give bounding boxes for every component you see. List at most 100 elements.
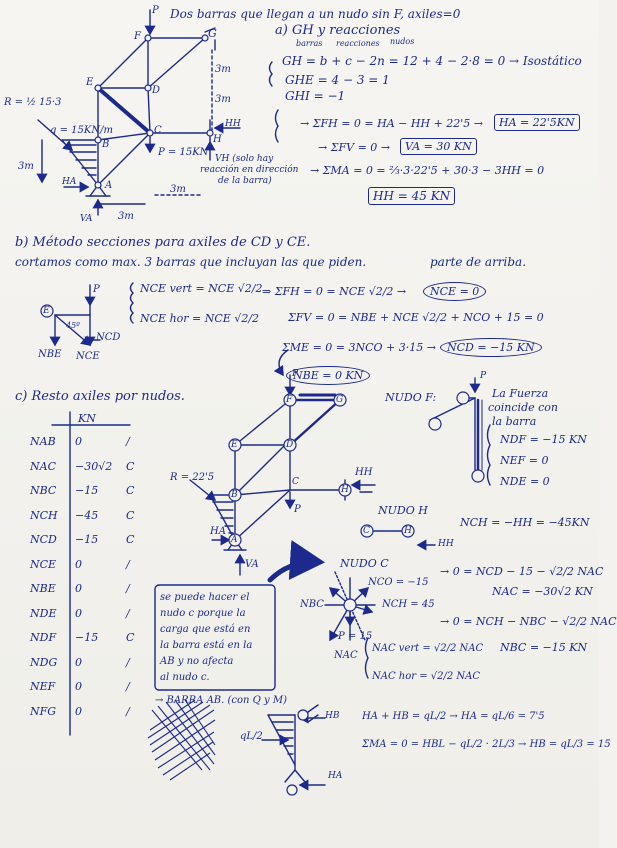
fig2-node-e: E [231, 440, 238, 450]
row-mark: / [126, 655, 130, 669]
row-value: 0 [75, 680, 82, 693]
row-name: NAB [30, 435, 56, 448]
row-mark: / [126, 435, 130, 448]
row-value: −15 [75, 631, 99, 644]
note-line-4: la barra está en la [160, 640, 253, 651]
row-name: NAC [30, 459, 56, 473]
annotation-reacciones: reacciones [336, 39, 380, 48]
row-mark: / [126, 680, 130, 693]
nudo-f-p: P [480, 371, 487, 381]
fig2-ha: HA [210, 526, 226, 537]
fbd-nce-label: NCE [76, 351, 100, 362]
fig2-hh: HH [355, 467, 373, 478]
section-b-freebody [49, 284, 101, 347]
fig1-p-label: P [152, 5, 159, 16]
row-name: NCE [30, 557, 57, 571]
result-nce: NCE = 0 [423, 282, 487, 301]
row-mark: C [126, 631, 135, 644]
note-line-6: al nudo c. [160, 672, 210, 683]
eq-sum-fv: → ΣFV = 0 → [318, 141, 390, 154]
nudo-f-nde: NDE = 0 [500, 475, 550, 488]
row-mark: / [126, 557, 130, 571]
fig1-vh-note-1: VH (solo hay [215, 154, 274, 164]
table-row: NDG 0 / [30, 653, 140, 678]
barra-ab-hb: HB [325, 711, 340, 721]
section-b-note-2: parte de arriba. [430, 255, 527, 269]
note-line-2: nudo c porque la [160, 608, 246, 619]
annotation-nudos: nudos [390, 37, 415, 46]
table-row: NCE 0 / [30, 555, 140, 580]
nudo-c-eq2-result: NBC = −15 KN [500, 641, 588, 654]
fig2-node-a: A [231, 535, 238, 545]
nudo-f-ndf: NDF = −15 KN [500, 433, 587, 446]
note-line-1: se puede hacer el [160, 592, 250, 603]
barra-ab-diagram [261, 704, 326, 791]
nudo-c-nch: NCH = 45 [382, 599, 435, 610]
row-mark: / [126, 582, 130, 595]
row-value: 0 [75, 582, 82, 595]
fbd-angle-label: 45º [66, 321, 80, 330]
sec-b-eq2: ΣFV = 0 = NBE + NCE √2/2 + NCO + 15 = 0 [288, 311, 544, 324]
fig1-dim-3m-a: 3m [215, 64, 231, 75]
fig1-node-c: C [154, 125, 162, 136]
nudo-f-title: NUDO F: [385, 391, 437, 404]
barra-ab-title: → BARRA AB. (con Q y M) [155, 695, 288, 706]
nudo-h-h: H [404, 526, 412, 536]
nce-hor-eq: NCE hor = NCE √2/2 [140, 312, 260, 325]
row-name: NCH [30, 508, 58, 522]
eq-sum-ma: → ΣMA = 0 = ⅔·3·22'5 + 30·3 − 3HH = 0 [310, 164, 545, 177]
row-name: NDG [30, 655, 58, 669]
row-mark: C [126, 533, 135, 546]
row-value: 0 [75, 655, 82, 669]
barra-ab-ql2: qL/2 [240, 731, 263, 742]
row-mark: C [126, 484, 135, 497]
barra-ab-eq1: HA + HB = qL/2 → HA = qL/6 = 7'5 [362, 711, 545, 722]
fig1-dim-3m-left: 3m [18, 161, 34, 172]
fig1-p15-label: P = 15KN [158, 147, 209, 158]
row-name: NFG [30, 704, 57, 718]
fig2-node-b: B [231, 490, 238, 500]
nudo-c-p: P = 15 [338, 631, 373, 642]
result-va: VA = 30 KN [400, 138, 477, 155]
barra-ab-eq2: ΣMA = 0 = HBL − qL/2 · 2L/3 → HB = qL/3 … [362, 739, 611, 750]
nudo-h-eq: NCH = −HH = −45KN [460, 516, 590, 529]
fbd-nbe-label: NBE [38, 349, 62, 360]
row-name: NBE [30, 582, 56, 595]
fig2-p-top-label: P [292, 369, 299, 379]
nudo-f-note-1: La Fuerza [492, 387, 549, 400]
fbd-node-e: E [43, 306, 50, 316]
truss-figure-2 [189, 374, 376, 576]
annotation-barras: barras [296, 39, 323, 48]
row-mark: / [126, 606, 130, 620]
row-mark: C [126, 508, 135, 522]
fig2-node-h: H [341, 485, 349, 495]
table-row: NBE 0 / [30, 579, 140, 604]
fbd-ncd-label: NCD [96, 332, 121, 343]
row-value: 0 [75, 557, 82, 571]
row-name: NBC [30, 484, 57, 497]
result-hh: HH = 45 KN [368, 187, 456, 205]
nudo-h-title: NUDO H [378, 504, 428, 517]
row-mark: C [126, 459, 135, 473]
fig1-resultant-label: R = ½ 15·3 [4, 97, 62, 108]
fig2-node-d: D [286, 440, 294, 450]
fig1-node-d: D [152, 85, 161, 96]
nudo-f-nef: NEF = 0 [500, 454, 549, 467]
nce-vert-eq: NCE vert = NCE √2/2 [140, 282, 263, 295]
ghe-equation: GHE = 4 − 3 = 1 [285, 73, 390, 87]
fig1-va-label: VA [80, 214, 93, 224]
sec-b-eq1: ⇒ ΣFH = 0 = NCE √2/2 → [262, 285, 407, 298]
fig1-dim-3m-b1: 3m [118, 211, 134, 222]
section-b-note: cortamos como max. 3 barras que incluyan… [15, 255, 367, 269]
fig2-node-g: G [336, 395, 344, 405]
fig1-q-label: q = 15KN/m [50, 125, 113, 136]
nudo-h-diagram [362, 530, 436, 551]
nudo-c-eq2: → 0 = NCH − NBC − √2/2 NAC [440, 615, 617, 628]
nudo-h-c: C [363, 526, 370, 536]
